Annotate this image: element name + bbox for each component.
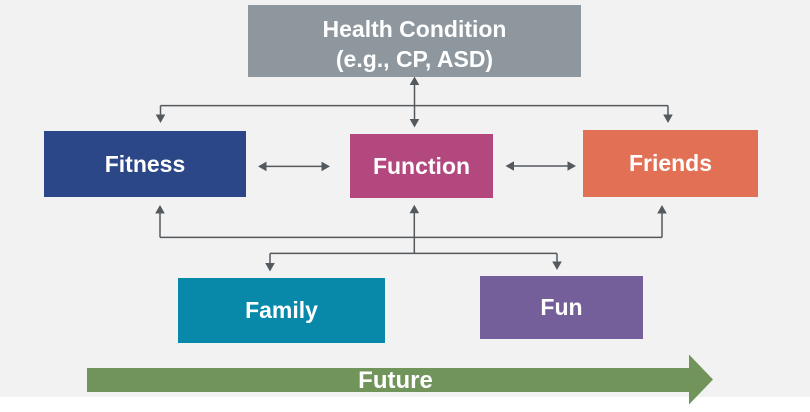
svg-text:Future: Future: [358, 367, 433, 394]
